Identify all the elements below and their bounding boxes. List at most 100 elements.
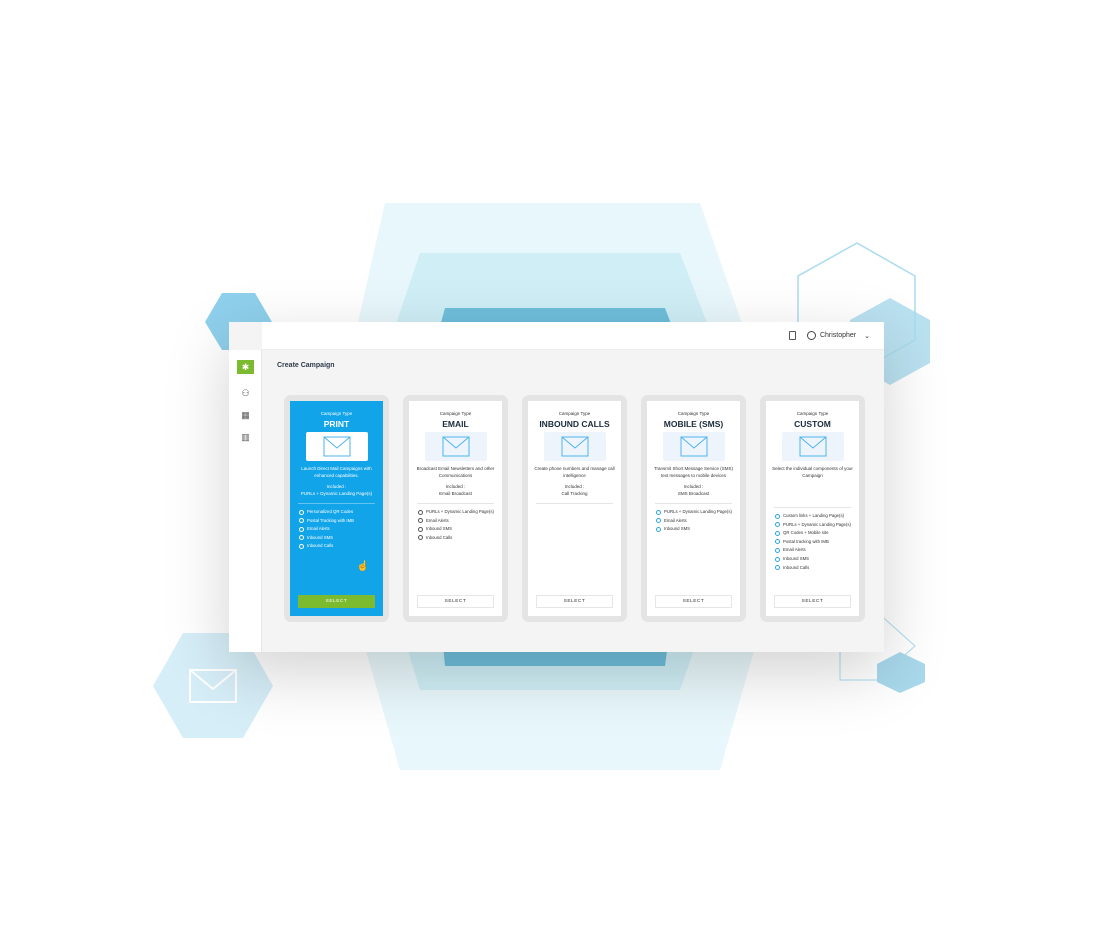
check-circle-icon xyxy=(775,522,780,528)
feature-label: PURLs + Dynamic Landing Page(s) xyxy=(783,521,851,527)
campaign-description: Select the individual components of your… xyxy=(772,466,853,478)
feature-item: PURLs + Dynamic Landing Page(s) xyxy=(775,521,859,530)
check-circle-icon xyxy=(418,509,423,515)
select-button[interactable]: SELECT xyxy=(298,595,375,608)
user-avatar-icon xyxy=(806,331,816,340)
feature-label: Email Alerts xyxy=(426,517,449,523)
check-circle-icon xyxy=(299,509,304,515)
campaign-description: Launch Direct Mail Campaigns with enhanc… xyxy=(301,466,372,478)
feature-item: Inbound SMS xyxy=(775,555,859,564)
feature-item: Postal Tracking with IMB xyxy=(299,517,383,526)
feature-label: Inbound Calls xyxy=(783,564,810,570)
user-name: Christopher xyxy=(819,332,857,339)
sidebar-campaign-icon[interactable]: ✱ xyxy=(237,360,254,374)
campaign-type-label: Campaign Type xyxy=(558,411,591,416)
select-button[interactable]: SELECT xyxy=(774,595,851,608)
sidebar-analytics-icon[interactable]: ▥ xyxy=(241,431,250,442)
campaign-description: Broadcast Email Newsletters and other Co… xyxy=(416,466,495,478)
feature-label: Inbound SMS xyxy=(783,555,810,561)
included-value: Call Tracking xyxy=(561,491,588,496)
feature-label: Personalized QR Codes xyxy=(307,509,354,514)
check-circle-icon xyxy=(299,535,304,541)
check-circle-icon xyxy=(418,518,423,524)
check-circle-icon xyxy=(775,556,780,562)
campaign-description: Transmit Short Message Service (SMS) tex… xyxy=(653,466,734,478)
check-circle-icon xyxy=(299,543,304,549)
campaign-name: CUSTOM xyxy=(794,419,831,429)
feature-label: Email Alerts xyxy=(664,517,687,523)
select-button[interactable]: SELECT xyxy=(417,595,494,608)
feature-item: Email Alerts xyxy=(299,525,383,534)
feature-item: Inbound SMS xyxy=(299,534,383,543)
feature-item: Inbound SMS xyxy=(656,525,740,534)
campaign-type-label: Campaign Type xyxy=(677,411,710,416)
campaign-card-print[interactable]: Campaign Type PRINT Launch Direct Mail C… xyxy=(284,395,389,622)
feature-item: PURLs + Dynamic Landing Page(s) xyxy=(418,508,502,517)
feature-item: Personalized QR Codes xyxy=(299,508,383,517)
select-button[interactable]: SELECT xyxy=(655,595,732,608)
campaign-card-calls[interactable]: Campaign Type INBOUND CALLS Create phone… xyxy=(522,395,627,622)
included-value: SMS Broadcast xyxy=(677,491,710,496)
feature-label: Postal tracking with IMB xyxy=(783,538,829,544)
check-circle-icon xyxy=(656,518,661,524)
select-button[interactable]: SELECT xyxy=(536,595,613,608)
page-title: Create Campaign xyxy=(277,362,335,369)
campaign-description: Create phone numbers and manage call int… xyxy=(534,466,615,478)
divider xyxy=(774,507,851,508)
feature-item: Inbound Calls xyxy=(418,534,502,543)
print-illustration xyxy=(305,432,368,461)
pointer-cursor-icon: ☝ xyxy=(356,561,369,572)
sidebar: ✱ ⚇ ▦ ▥ xyxy=(229,350,262,652)
sidebar-reports-icon[interactable]: ▦ xyxy=(241,409,250,420)
divider xyxy=(536,503,613,504)
included-value: PURLs + Dynamic Landing Page(s) xyxy=(300,491,373,496)
campaign-type-label: Campaign Type xyxy=(796,411,829,416)
chevron-down-icon: ⌄ xyxy=(864,332,870,340)
email-illustration xyxy=(424,432,487,461)
included-value: Email Broadcast xyxy=(439,491,472,496)
included-label: Included : xyxy=(445,484,466,489)
envelope-icon xyxy=(189,669,237,703)
check-circle-icon xyxy=(299,518,304,524)
check-circle-icon xyxy=(299,526,304,532)
app-window: Christopher ⌄ ✱ ⚇ ▦ ▥ Create Campaign Ca… xyxy=(229,322,884,652)
feature-label: Email Alerts xyxy=(783,547,806,553)
check-circle-icon xyxy=(775,565,780,571)
check-circle-icon xyxy=(775,513,780,519)
feature-item: Inbound SMS xyxy=(418,525,502,534)
check-circle-icon xyxy=(656,509,661,515)
feature-label: Custom links + Landing Page(s) xyxy=(783,513,845,518)
custom-illustration xyxy=(781,432,844,461)
user-menu[interactable]: Christopher ⌄ xyxy=(806,331,870,340)
top-bar: Christopher ⌄ xyxy=(262,322,884,350)
campaign-card-sms[interactable]: Campaign Type MOBILE (SMS) Transmit Shor… xyxy=(641,395,746,622)
feature-label: Inbound SMS xyxy=(307,534,334,540)
check-circle-icon xyxy=(418,526,423,532)
check-circle-icon xyxy=(775,530,780,536)
feature-item: Inbound Calls xyxy=(775,564,859,573)
campaign-card-custom[interactable]: Campaign Type CUSTOM Select the individu… xyxy=(760,395,865,622)
included-label: Included : xyxy=(326,484,347,489)
check-circle-icon xyxy=(418,535,423,541)
feature-label: Postal Tracking with IMB xyxy=(307,517,355,523)
campaign-name: MOBILE (SMS) xyxy=(663,419,724,429)
included-label: Included : xyxy=(564,484,585,489)
divider xyxy=(417,503,494,504)
divider xyxy=(298,503,375,504)
feature-item: Postal tracking with IMB xyxy=(775,538,859,547)
campaign-card-email[interactable]: Campaign Type EMAIL Broadcast Email News… xyxy=(403,395,508,622)
included-label: Included : xyxy=(683,484,704,489)
feature-label: PURLs + Dynamic Landing Page(s) xyxy=(664,509,732,514)
notifications-icon[interactable] xyxy=(789,331,796,340)
check-circle-icon xyxy=(656,526,661,532)
feature-item: Email Alerts xyxy=(418,517,502,526)
feature-label: QR Codes + Mobile site xyxy=(783,530,829,536)
campaign-name: PRINT xyxy=(323,419,350,429)
feature-label: Email Alerts xyxy=(307,526,330,532)
feature-item: Email Alerts xyxy=(775,546,859,555)
sidebar-audience-icon[interactable]: ⚇ xyxy=(241,387,250,398)
campaign-name: EMAIL xyxy=(442,419,469,429)
calls-illustration xyxy=(543,432,606,461)
campaign-name: INBOUND CALLS xyxy=(539,419,610,429)
feature-item: PURLs + Dynamic Landing Page(s) xyxy=(656,508,740,517)
